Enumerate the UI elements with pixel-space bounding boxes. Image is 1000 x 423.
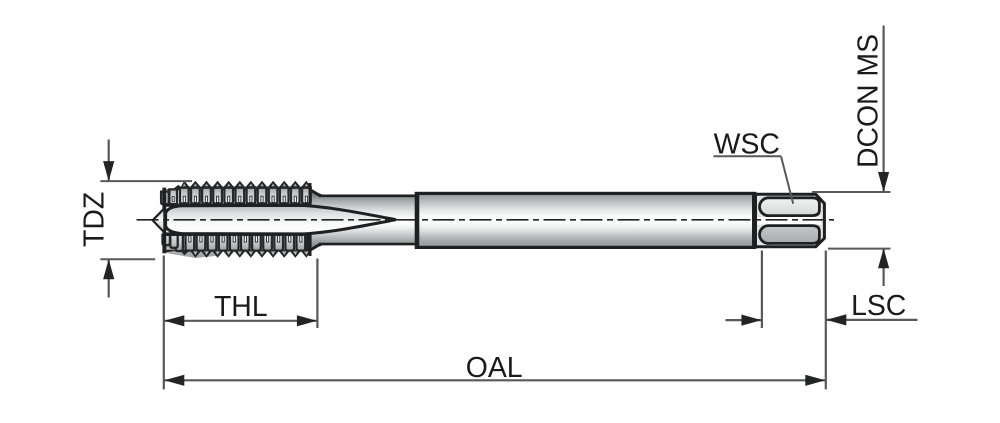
- svg-text:LSC: LSC: [851, 290, 906, 322]
- svg-text:DCON MS: DCON MS: [852, 34, 884, 168]
- svg-text:TDZ: TDZ: [79, 192, 111, 247]
- svg-text:OAL: OAL: [466, 352, 523, 384]
- svg-text:WSC: WSC: [714, 128, 780, 160]
- svg-text:THL: THL: [214, 291, 268, 323]
